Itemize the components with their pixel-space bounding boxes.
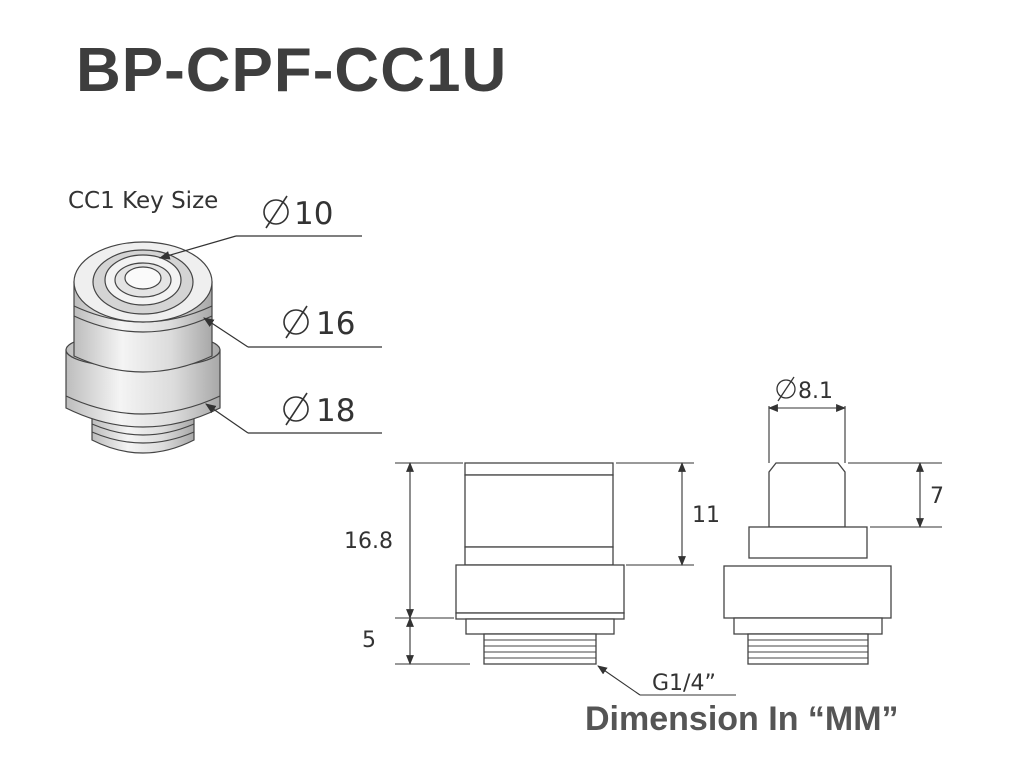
dimension-lines [395,404,942,696]
front-elevation [455,462,625,665]
diameter-symbols [263,195,796,426]
leader-arrow-10 [158,235,237,260]
render-callouts [158,235,382,434]
height-7-label: 7 [930,484,944,509]
side-elevation [723,462,892,665]
height-16-8-label: 16.8 [344,529,393,554]
diameter-symbol-icon [283,392,309,426]
leader-arrow-thread [597,665,641,696]
height-11-label: 11 [692,503,720,528]
diameter-10-label: 10 [294,196,333,232]
diameter-16-label: 16 [316,306,355,342]
body-18 [65,349,221,428]
dimension-labels: CC1 Key Size 10 16 18 8.1 16.8 5 11 7 G1… [68,188,944,696]
diameter-symbol-icon [283,305,309,339]
thread-label: G1/4” [652,671,716,696]
height-5-label: 5 [362,628,376,653]
unit-note: Dimension In “MM” [585,700,899,738]
diameter-symbol-icon [776,376,796,402]
page-title: BP-CPF-CC1U [76,36,508,105]
leader-arrow-16 [203,317,249,348]
key-size-label: CC1 Key Size [68,188,218,214]
fitting-render [65,241,221,454]
diameter-symbol-icon [263,195,289,229]
diameter-18-label: 18 [316,393,355,429]
leader-arrow-18 [205,403,249,434]
diameter-8-1-label: 8.1 [798,379,833,404]
